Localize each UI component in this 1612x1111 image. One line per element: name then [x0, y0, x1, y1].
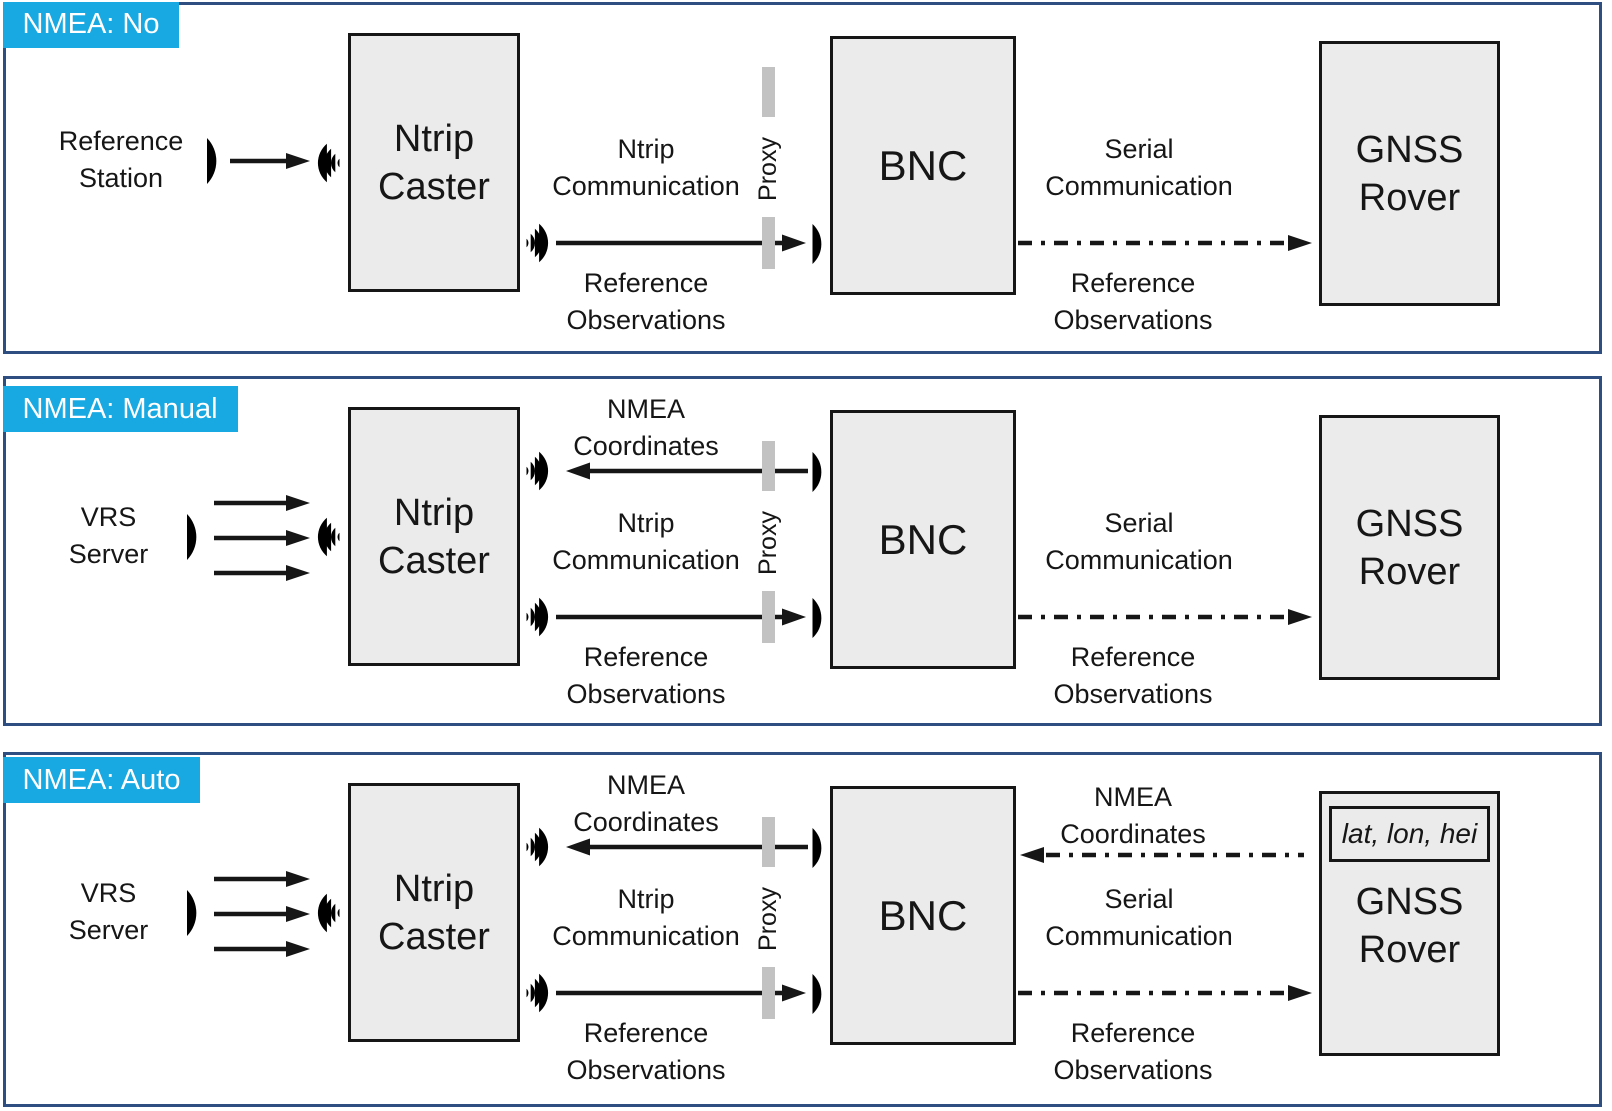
arrow-rover-to-bnc-nmea: [1020, 847, 1304, 863]
proxy-barrier-bottom: [762, 967, 775, 1019]
arrow-vrs-to-caster-2: [214, 906, 310, 922]
ntrip-communication-label: Ntrip Communication: [552, 134, 740, 201]
arrow-bnc-to-rover-serial: [1018, 985, 1312, 1001]
nmea-coordinates-label: NMEA Coordinates: [573, 394, 719, 461]
radio-waves-right-icon: [526, 973, 549, 1013]
reference-observations-label: Reference Observations: [566, 268, 726, 335]
radio-arc-icon: [812, 598, 822, 638]
gnss-rover-box: GNSS Rover: [1319, 415, 1500, 680]
ntrip-communication-label: Ntrip Communication: [552, 508, 740, 575]
radio-waves-right-icon: [526, 223, 549, 263]
panel-label: NMEA: No: [22, 8, 160, 40]
panel-label: NMEA: Manual: [22, 392, 218, 425]
arrow-vrs-to-caster-1: [214, 871, 310, 887]
reference-observations-label: Reference Observations: [566, 1018, 726, 1085]
proxy-barrier-top: [762, 817, 775, 867]
radio-waves-right-icon: [526, 451, 549, 491]
panel-nmea-no: NMEA: No Reference Station Ntrip Caster …: [2, 1, 1602, 354]
arrow-caster-to-bnc-observations: [556, 608, 806, 626]
ntrip-caster-box: Ntrip Caster: [348, 783, 520, 1042]
proxy-label: Proxy: [753, 887, 782, 951]
arrow-bnc-to-caster-nmea: [566, 462, 808, 480]
arrow-bnc-to-caster-nmea: [566, 838, 808, 856]
ntrip-caster-box: Ntrip Caster: [348, 407, 520, 666]
bnc-box: BNC: [830, 410, 1016, 669]
radio-waves-left-icon: [317, 893, 340, 933]
ntrip-communication-label: Ntrip Communication: [552, 884, 740, 951]
radio-arc-icon: [187, 514, 197, 560]
reference-station-label: Reference Station: [58, 126, 184, 193]
vrs-server-label: VRS Server: [68, 502, 149, 569]
arrow-vrs-to-caster-1: [214, 495, 310, 511]
reference-observations-label: Reference Observations: [1053, 1018, 1213, 1085]
proxy-barrier-bottom: [762, 591, 775, 643]
panel-label-tab: NMEA: Manual: [2, 386, 238, 432]
arrow-vrs-to-caster-3: [214, 941, 310, 957]
bnc-box: BNC: [830, 36, 1016, 295]
gnss-rover-box: lat, lon, hei GNSS Rover: [1319, 791, 1500, 1056]
serial-communication-label: Serial Communication: [1045, 508, 1233, 575]
panel-label-tab: NMEA: Auto: [2, 757, 201, 803]
arrow-caster-to-bnc-observations: [556, 984, 806, 1002]
panel-nmea-manual: NMEA: Manual VRS Server Ntrip Caster NME…: [2, 376, 1602, 726]
nmea-coordinates-label: NMEA Coordinates: [573, 770, 719, 837]
arrow-caster-to-bnc-observations: [556, 234, 806, 252]
serial-communication-label: Serial Communication: [1045, 884, 1233, 951]
panel-label-tab: NMEA: No: [2, 1, 180, 48]
panel-label: NMEA: Auto: [22, 763, 181, 796]
bnc-box: BNC: [830, 786, 1016, 1045]
proxy-label: Proxy: [753, 137, 782, 201]
serial-communication-label: Serial Communication: [1045, 134, 1233, 201]
arrow-refstation-to-caster: [230, 153, 310, 169]
proxy-label: Proxy: [753, 511, 782, 575]
vrs-server-label: VRS Server: [68, 878, 149, 945]
radio-arc-icon: [187, 890, 197, 936]
arrow-bnc-to-rover-serial: [1018, 609, 1312, 625]
nmea-coordinates-label: NMEA Coordinates: [1060, 782, 1206, 849]
radio-arc-icon: [812, 974, 822, 1014]
arrow-bnc-to-rover-serial: [1018, 235, 1312, 251]
arrow-vrs-to-caster-2: [214, 530, 310, 546]
reference-observations-label: Reference Observations: [1053, 268, 1213, 335]
radio-waves-right-icon: [526, 597, 549, 637]
reference-observations-label: Reference Observations: [566, 642, 726, 709]
arrow-vrs-to-caster-3: [214, 565, 310, 581]
radio-arc-icon: [812, 828, 822, 868]
gnss-rover-box: GNSS Rover: [1319, 41, 1500, 306]
panel-nmea-auto: NMEA: Auto VRS Server Ntrip Caster NMEA …: [2, 752, 1602, 1107]
proxy-barrier-top: [762, 67, 775, 117]
radio-arc-icon: [812, 224, 822, 264]
radio-arc-icon: [207, 138, 217, 184]
ntrip-caster-box: Ntrip Caster: [348, 33, 520, 292]
radio-waves-right-icon: [526, 827, 549, 867]
reference-observations-label: Reference Observations: [1053, 642, 1213, 709]
radio-waves-left-icon: [317, 143, 340, 183]
rover-coordinates-box: lat, lon, hei: [1329, 806, 1490, 862]
radio-arc-icon: [812, 452, 822, 492]
proxy-barrier-bottom: [762, 217, 775, 269]
radio-waves-left-icon: [317, 517, 340, 557]
proxy-barrier-top: [762, 441, 775, 491]
